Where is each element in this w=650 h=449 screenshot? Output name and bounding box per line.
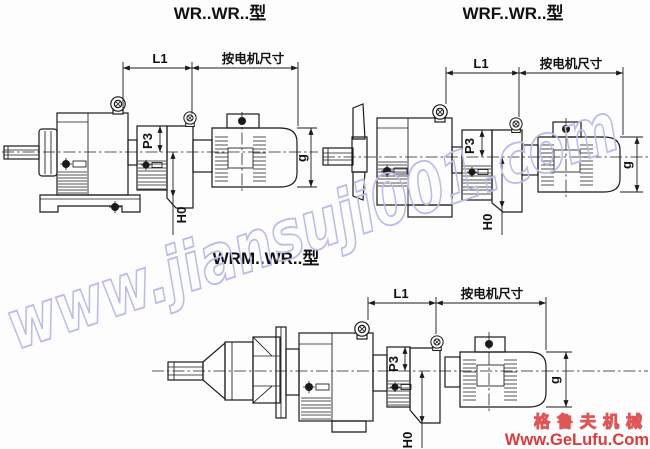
dim-label-p3: P3 [462, 138, 477, 154]
eyebolt-icon [509, 117, 523, 134]
vendor-logo: 格鲁夫机械 Www.GeLufu.Com [505, 412, 649, 449]
dim-label-h0: H0 [480, 214, 495, 231]
dim-label-l1: L1 [152, 51, 167, 66]
diagram-wrf-wr: WRF..WR..型 [322, 3, 648, 235]
eyebolt-icon [354, 321, 370, 340]
gearbox-drawing [322, 103, 539, 218]
dim-label-motor-size: 按电机尺寸 [461, 286, 524, 301]
eyebolt-icon [430, 335, 444, 352]
gearbox-drawing [3, 96, 213, 213]
oil-plug-icon [467, 167, 489, 177]
motor-drawing [459, 336, 547, 408]
oil-plug-icon [381, 165, 408, 177]
gearbox-drawing [167, 321, 461, 433]
terminal-box-bolt-icon [562, 125, 570, 133]
eyebolt-icon [110, 96, 126, 115]
site-watermark: www.jiansuji001.com [0, 88, 628, 366]
diagram-wr-wr: WR..WR..型 [2, 3, 318, 235]
oil-plug-icon [390, 382, 412, 392]
terminal-box-bolt-icon [238, 117, 246, 125]
vendor-logo-url: Www.GeLufu.Com [505, 431, 649, 449]
dim-label-l1: L1 [473, 56, 488, 71]
diagram-title: WR..WR..型 [174, 3, 267, 23]
dim-label-h0: H0 [174, 207, 189, 224]
motor-drawing [537, 121, 621, 193]
dim-label-l1: L1 [393, 286, 408, 301]
dimensions: L1 按电机尺寸 P3 H0 g [122, 51, 317, 235]
drain-plug-icon [109, 201, 121, 213]
dim-label-p3: P3 [386, 356, 401, 372]
dim-label-g: g [294, 154, 309, 162]
eyebolt-icon [432, 104, 448, 123]
diagram-wrm-wr: WRM..WR..型 [152, 248, 648, 448]
oil-plug-icon [141, 160, 163, 170]
vendor-logo-name: 格鲁夫机械 [534, 412, 649, 431]
oil-plug-icon [303, 381, 330, 393]
diagram-title: WRM..WR..型 [213, 248, 320, 268]
dimensions: L1 按电机尺寸 P3 H0 g [367, 286, 572, 449]
dim-label-motor-size: 按电机尺寸 [540, 56, 603, 71]
motor-drawing [211, 113, 298, 188]
dim-label-g: g [547, 376, 562, 384]
dim-label-g: g [619, 161, 634, 169]
dim-label-h0: H0 [400, 432, 415, 449]
dim-label-motor-size: 按电机尺寸 [222, 51, 285, 66]
diagram-title: WRF..WR..型 [462, 3, 563, 23]
dim-label-p3: P3 [140, 133, 155, 149]
eyebolt-icon [183, 111, 197, 128]
terminal-box-bolt-icon [485, 340, 493, 348]
oil-plug-icon [60, 158, 87, 170]
dimensions: L1 按电机尺寸 P3 H0 g [445, 56, 643, 235]
